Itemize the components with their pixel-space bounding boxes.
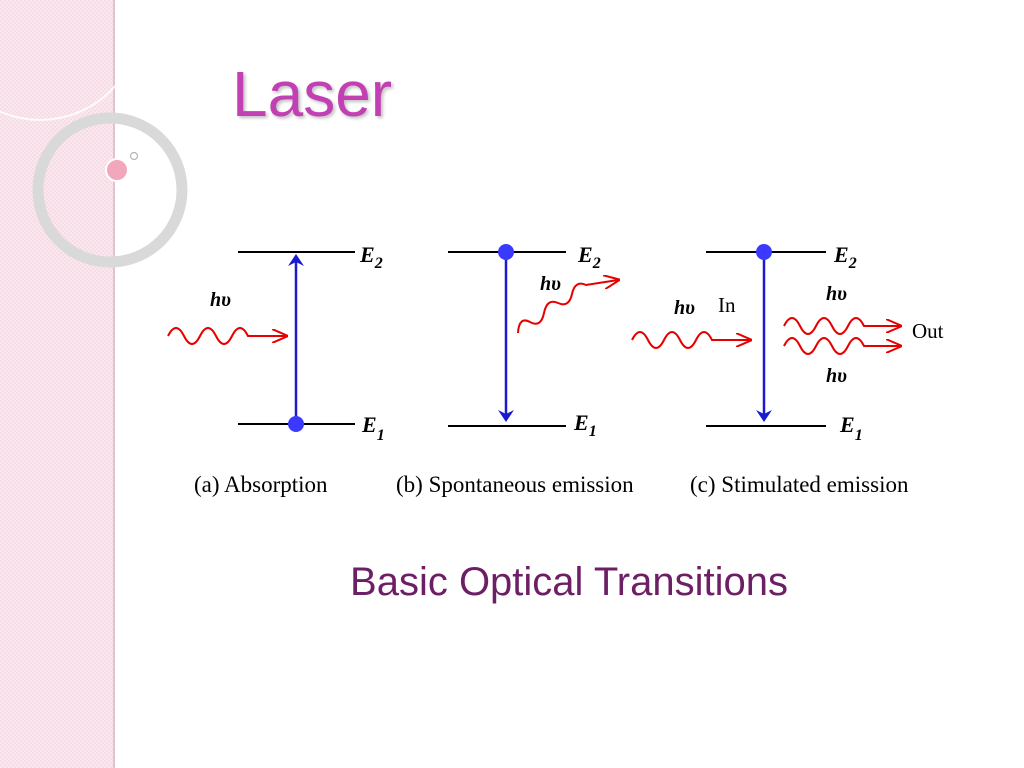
side-decoration-panel (0, 0, 113, 768)
deco-dot-pink (105, 158, 129, 182)
label-e2: E2 (833, 242, 857, 272)
label-e2: E2 (359, 242, 383, 272)
label-e2: E2 (577, 242, 601, 272)
panel-label-spontaneous-emission: (b) Spontaneous emission (396, 472, 634, 497)
label-in: In (718, 293, 736, 317)
photon-label-out-upper: hυ (826, 283, 847, 305)
side-panel-edge (113, 0, 115, 768)
slide-title: Laser (232, 58, 393, 130)
label-e2-main: E (577, 242, 593, 267)
label-out: Out (912, 319, 944, 343)
label-e1-sub: 1 (377, 427, 385, 444)
label-e2-main: E (833, 242, 849, 267)
deco-dot-small (129, 151, 139, 161)
label-e2-sub: 2 (592, 255, 601, 272)
outgoing-photon-wave-2 (783, 337, 900, 355)
label-e1-main: E (573, 410, 589, 435)
label-e1-main: E (361, 412, 377, 437)
slide-caption: Basic Optical Transitions (350, 560, 788, 604)
electron-dot (756, 244, 772, 260)
outgoing-photon-wave-1 (783, 317, 900, 335)
label-e2-sub: 2 (848, 255, 857, 272)
photon-label: hυ (540, 273, 561, 295)
incoming-photon-wave (631, 331, 750, 349)
photon-label-in: hυ (674, 297, 695, 319)
label-e1-main: E (839, 412, 855, 437)
deco-ring-large (0, 0, 141, 121)
panel-absorption: hυ E2 E1 (a) Absorption (167, 242, 385, 497)
electron-dot (288, 416, 304, 432)
label-e1: E1 (573, 410, 597, 440)
label-e2-main: E (359, 242, 375, 267)
panel-stimulated-emission: hυ In hυ hυ Out E2 E1 (c) Stimulated emi… (631, 242, 944, 497)
decorative-circles (0, 0, 188, 268)
label-e1-sub: 1 (589, 423, 597, 440)
label-e2-sub: 2 (374, 255, 383, 272)
photon-label-out-lower: hυ (826, 365, 847, 387)
label-e1: E1 (839, 412, 863, 444)
panel-label-absorption: (a) Absorption (194, 472, 328, 497)
optical-transitions-diagram: hυ E2 E1 (a) Absorption hυ E2 E1 (b) Spo… (167, 242, 944, 497)
incoming-photon-wave (167, 327, 286, 345)
electron-dot (498, 244, 514, 260)
photon-label: hυ (210, 289, 231, 311)
label-e1: E1 (361, 412, 385, 444)
emitted-photon-wave (517, 280, 618, 334)
label-e1-sub: 1 (855, 427, 863, 444)
deco-ring-grey (32, 112, 188, 268)
panel-label-stimulated-emission: (c) Stimulated emission (690, 472, 909, 497)
panel-spontaneous-emission: hυ E2 E1 (b) Spontaneous emission (396, 242, 634, 497)
